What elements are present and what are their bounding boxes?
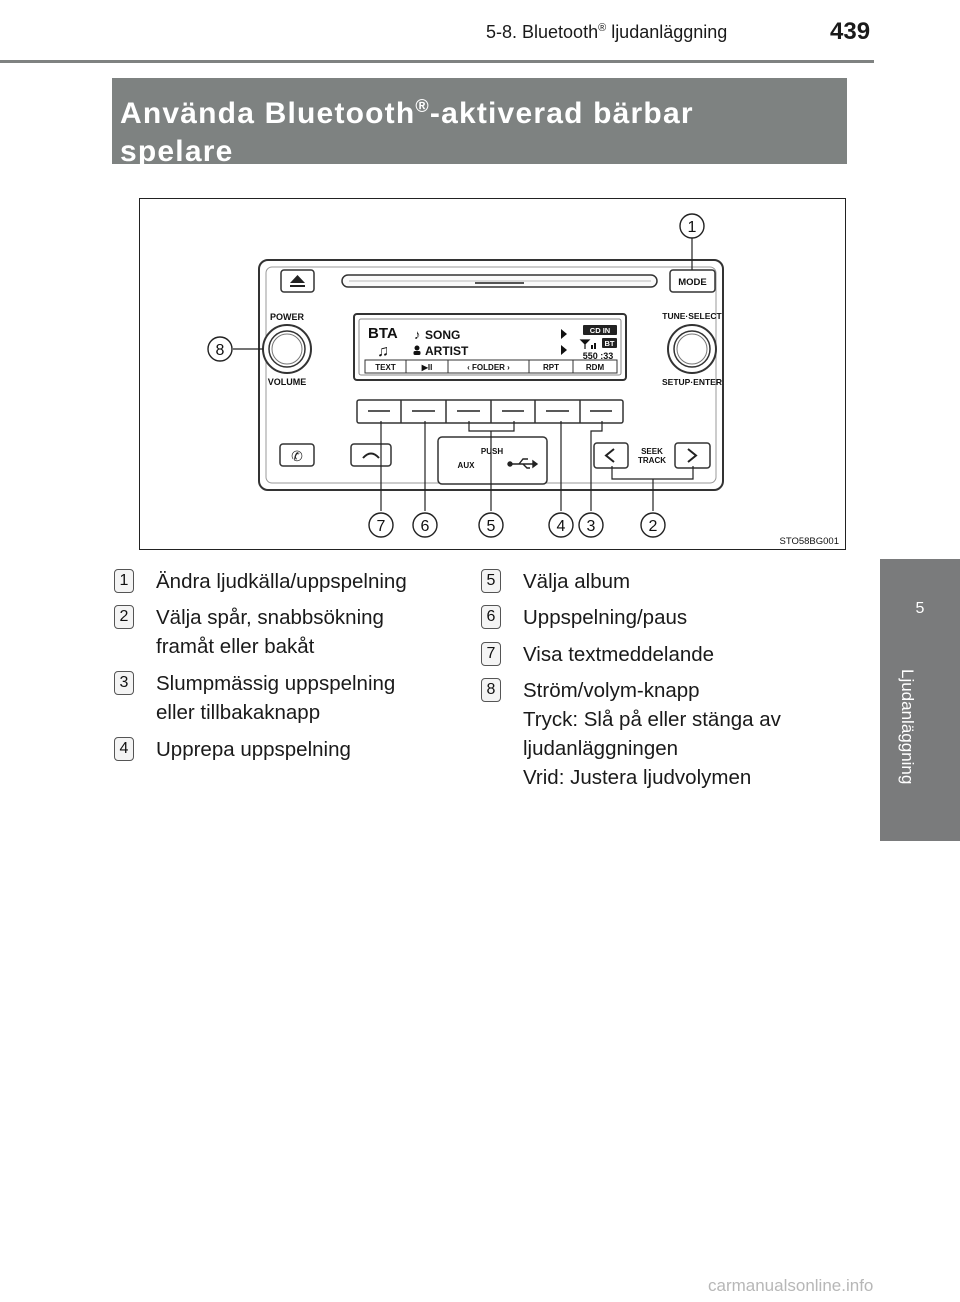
legend-badge-2: 2 (114, 605, 134, 629)
note-icon: ♪ (414, 327, 421, 342)
legend-text-3: Slumpmässig uppspelning eller tillbakakn… (156, 672, 396, 724)
callout-1 (679, 213, 705, 239)
legend-text-1: Ändra ljudkälla/uppspelning (156, 570, 407, 593)
aux-usb-port-cover[interactable] (437, 436, 548, 485)
antenna-icon (579, 339, 591, 349)
callout-4-number: 4 (557, 518, 566, 535)
phone-pickup-icon: ✆ (291, 448, 303, 464)
cd-in-indicator (583, 325, 617, 335)
artist-label: ARTIST (425, 344, 469, 358)
section-title-line1: Använda Bluetooth (120, 97, 416, 130)
callout-3 (578, 512, 604, 538)
phone-pickup-button[interactable] (279, 443, 315, 467)
page-number: 439 (830, 18, 871, 45)
title-registered-mark: ® (415, 96, 430, 116)
watermark: carmanualsonline.info (708, 1276, 874, 1295)
cd-in-label: CD IN (590, 326, 610, 335)
callout-8-number: 8 (216, 342, 225, 359)
registered-mark: ® (598, 22, 607, 34)
callout-leader-lines (233, 238, 694, 511)
callout-2 (640, 512, 666, 538)
callout-6 (412, 512, 438, 538)
callout-1-number: 1 (688, 219, 697, 236)
power-label: POWER (270, 312, 305, 322)
seek-label: SEEK (641, 447, 663, 456)
bt-indicator (602, 338, 617, 348)
callout-8 (207, 336, 233, 362)
setup-enter-label: SETUP·ENTER (662, 377, 722, 387)
legend-badge-8: 8 (481, 678, 501, 702)
track-arrow-icon (561, 329, 567, 339)
legend-text-6: Uppspelning/paus (523, 606, 688, 629)
chapter-tab (880, 559, 960, 841)
phone-hangup-button[interactable] (350, 443, 392, 467)
softkey-rdm-label: RDM (586, 363, 605, 372)
callout-3-number: 3 (587, 518, 596, 535)
section-title-line1-suffix: -aktiverad bärbar (429, 97, 694, 130)
running-head-suffix: ljudanläggning (606, 22, 728, 42)
push-label: PUSH (481, 447, 503, 456)
legend-text-5: Välja album (523, 570, 631, 593)
clock-readout: 550 :33 (583, 351, 614, 361)
section-title: Använda Bluetooth®-aktiverad bärbar spela… (112, 78, 847, 171)
chevron-right-icon (687, 448, 698, 463)
volume-label: VOLUME (268, 377, 307, 387)
audio-panel-figure: MODE POWER VOLUME TUNE·SELECT SETUP·ENTE… (139, 198, 846, 550)
track-label: TRACK (638, 456, 666, 465)
figure-code: STO58BG001 (779, 536, 839, 547)
header-rule (0, 60, 874, 63)
callout-5 (478, 512, 504, 538)
phone-hangup-icon (362, 452, 380, 459)
seek-forward-button[interactable] (674, 442, 711, 469)
eject-icon (290, 275, 305, 283)
legend-text-4: Upprepa uppspelning (156, 738, 351, 761)
legend-badge-4: 4 (114, 737, 134, 761)
callout-2-number: 2 (649, 518, 658, 535)
legend-text-2: Välja spår, snabbsökning framåt eller ba… (156, 606, 384, 658)
section-title-banner: Använda Bluetooth®-aktiverad bärbar spela… (112, 78, 847, 168)
music-icon: ♫ (377, 343, 389, 360)
tune-select-label: TUNE·SELECT (662, 311, 722, 321)
softkey-rpt-label: RPT (543, 363, 559, 372)
legend-text-7: Visa textmeddelande (523, 643, 715, 666)
softkey-folder-label: ‹ FOLDER › (467, 363, 510, 372)
display-screen (353, 313, 627, 381)
song-label: SONG (425, 328, 460, 342)
mode-label: MODE (678, 277, 707, 288)
callout-7 (368, 512, 394, 538)
artist-icon (414, 345, 420, 351)
usb-icon (507, 458, 539, 469)
legend-badge-3: 3 (114, 671, 134, 695)
legend-badge-7: 7 (481, 642, 501, 666)
legend-text-8: Ström/volym-knapp Tryck: Slå på eller st… (523, 679, 781, 789)
source-label: BTA (368, 325, 398, 342)
display-softkey-row (364, 359, 618, 374)
callout-4 (548, 512, 574, 538)
legend-badge-5: 5 (481, 569, 501, 593)
chapter-tab-label: Ljudanläggning (898, 669, 917, 785)
bt-label: BT (605, 339, 615, 348)
softkey-play-pause-label: ▶II (421, 363, 433, 372)
seek-back-button[interactable] (593, 442, 629, 469)
section-title-line2: spelare (120, 135, 234, 168)
callout-7-number: 7 (377, 518, 386, 535)
aux-label: AUX (458, 461, 476, 470)
callout-6-number: 6 (421, 518, 430, 535)
legend-badge-6: 6 (481, 605, 501, 629)
preset-button-row (356, 399, 624, 424)
legend-badge-1: 1 (114, 569, 134, 593)
running-head: 5-8. Bluetooth® ljudanläggning (486, 22, 727, 43)
chapter-tab-number: 5 (915, 600, 925, 617)
callout-5-number: 5 (487, 518, 496, 535)
running-head-text: 5-8. Bluetooth (486, 22, 599, 42)
artist-arrow-icon (561, 345, 567, 355)
softkey-text-label: TEXT (375, 363, 396, 372)
chevron-left-icon (604, 448, 615, 463)
